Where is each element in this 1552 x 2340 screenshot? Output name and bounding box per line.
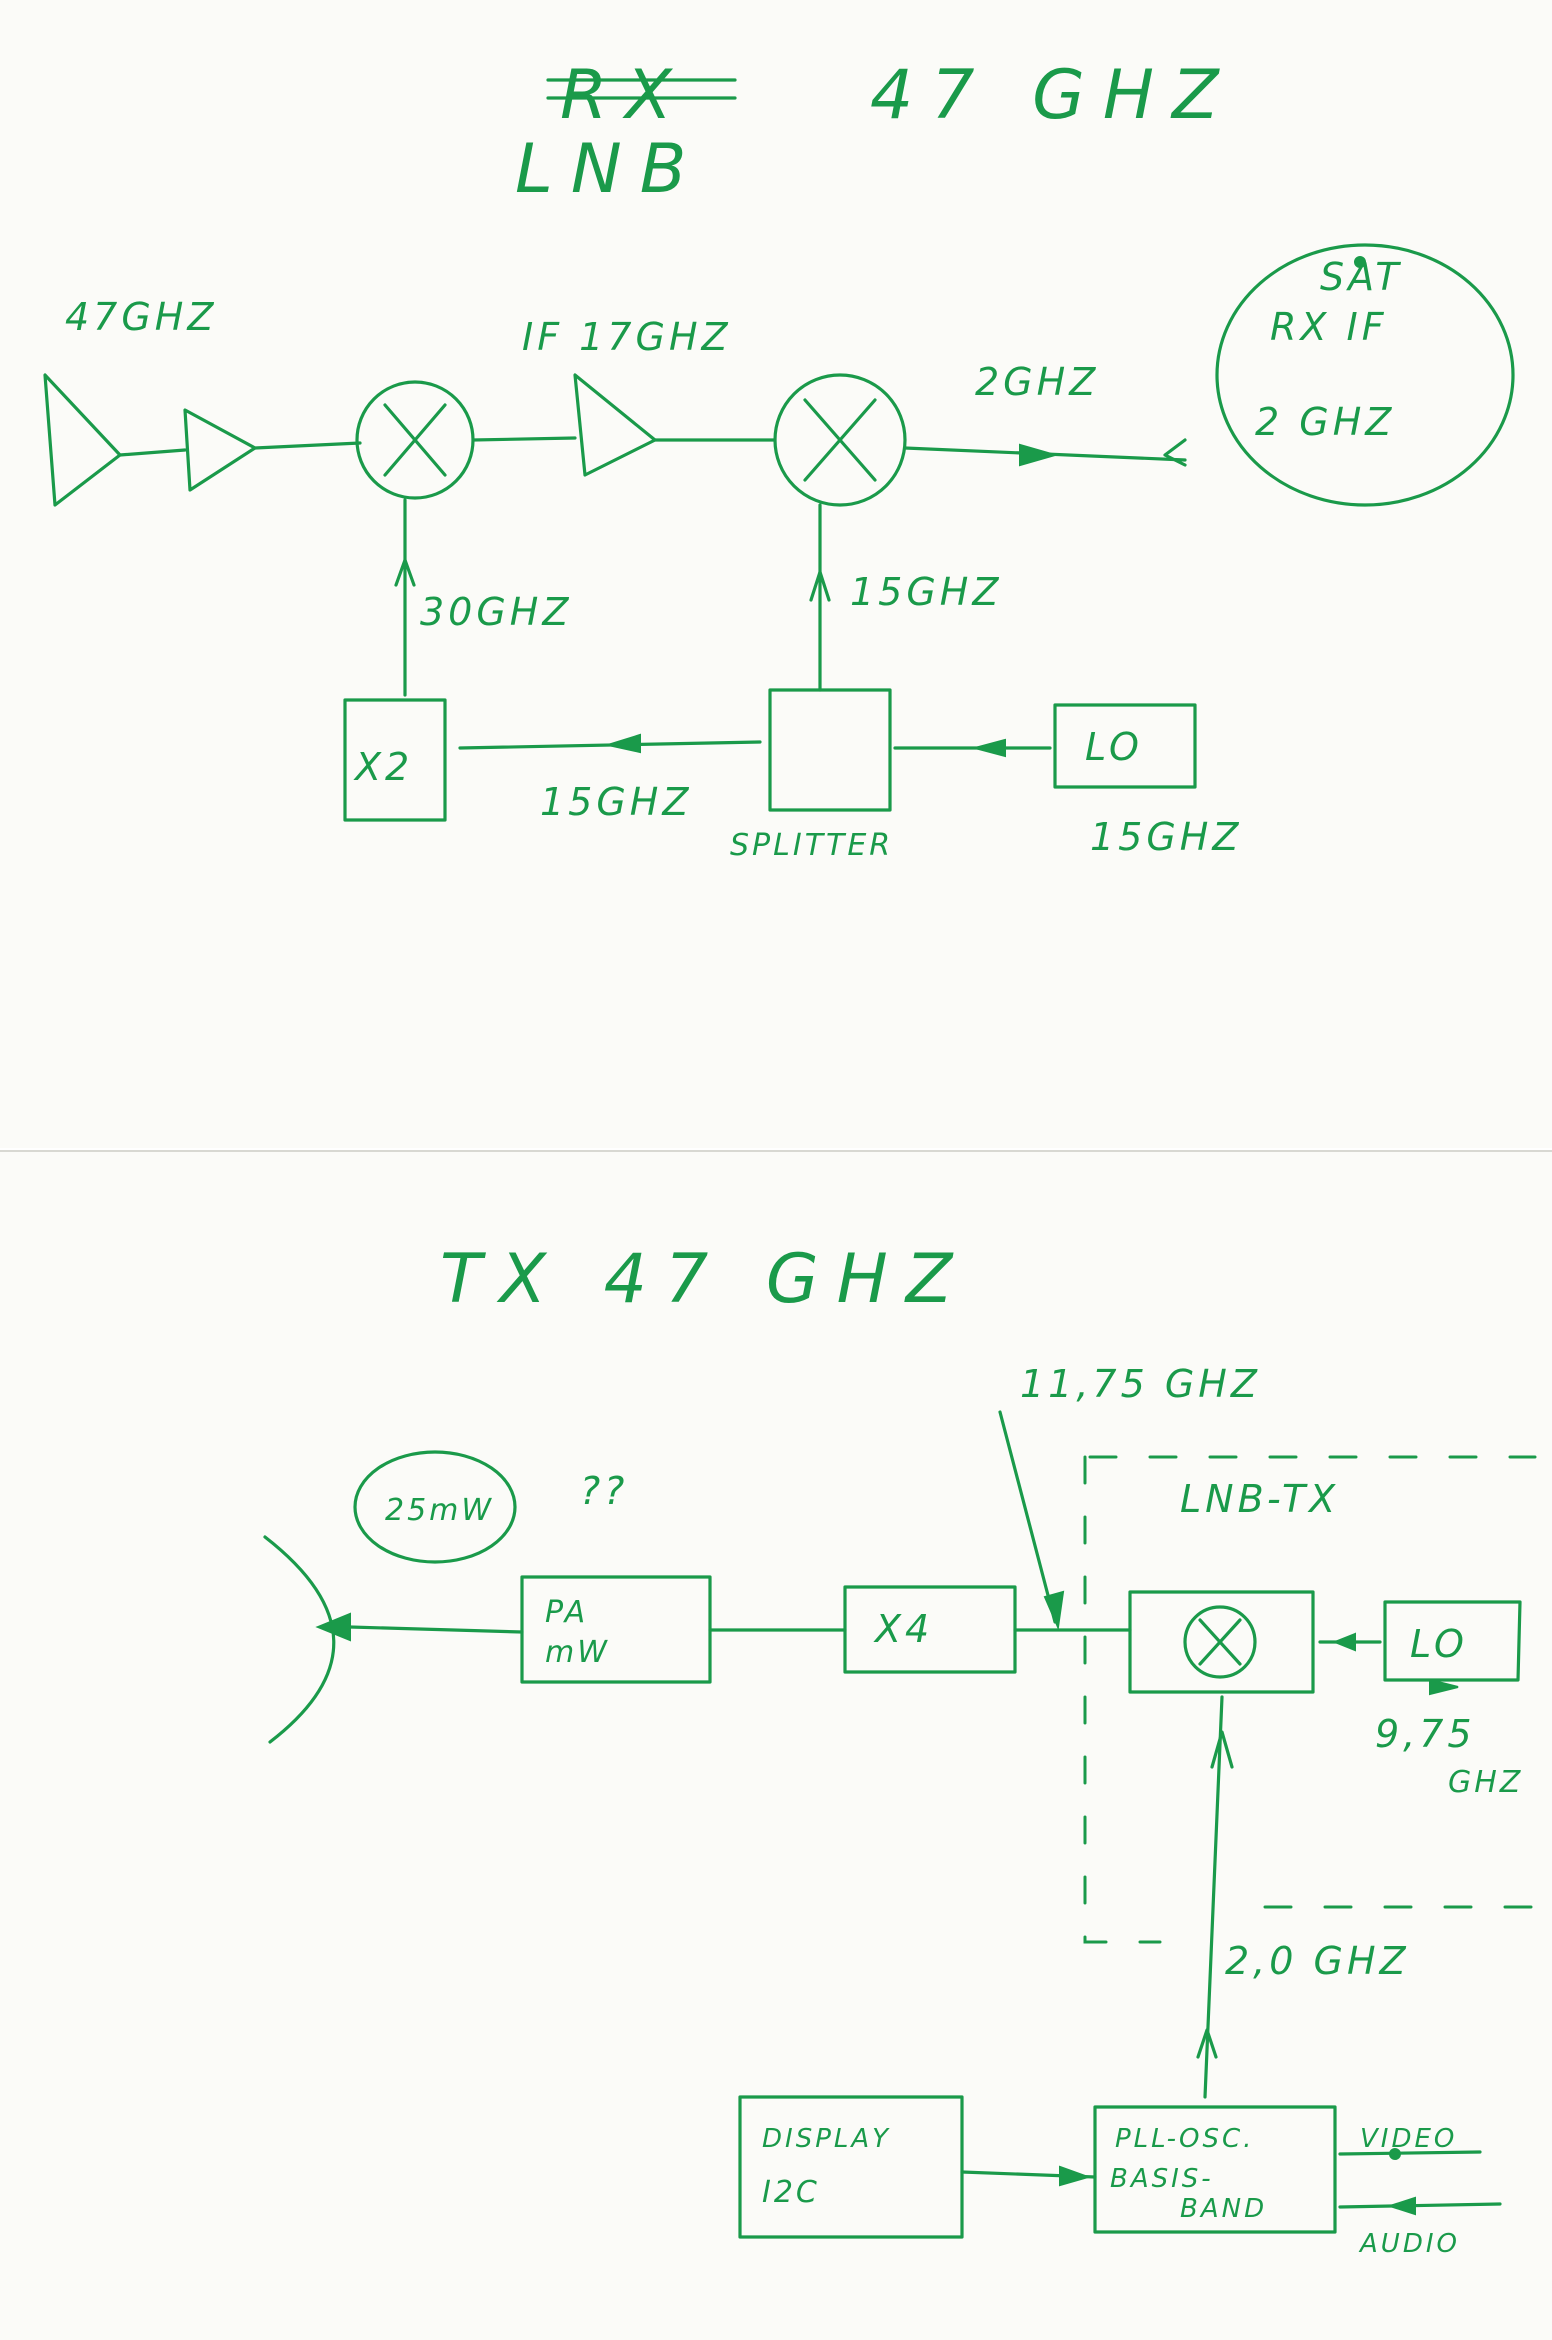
band-label: BAND [1180,2194,1267,2224]
pa-unit-label: mW [545,1635,610,1670]
tx-diagram: TX 47 GHZ 11,75 GHZ LNB-TX 25mW ?? PA mW… [263,1240,1537,2259]
arrow-left-icon [1386,2196,1416,2216]
x2-label: X2 [353,745,413,789]
mixer-cross [383,403,447,477]
basis-label: BASIS- [1110,2164,1214,2194]
arrow-up-icon [809,570,831,602]
lnb-tx-label: LNB-TX [1180,1477,1339,1521]
power-question: ?? [580,1469,628,1513]
display-label: DISPLAY [762,2124,891,2154]
output-freq-label: 2GHZ [975,360,1099,404]
display-box [738,2095,964,2239]
splitter-box [768,688,892,812]
arrow-right-icon [1429,1678,1459,1696]
tx-lo-box [1383,1600,1522,1682]
tx-mixer-icon [1183,1605,1257,1679]
signal-line [348,1625,524,1634]
pll-label: PLL-OSC. [1115,2124,1254,2154]
pa-label: PA [545,1595,588,1630]
tx-antenna-icon [263,1535,336,1744]
signal-line [471,436,577,442]
rx-sheet: RX 47 GHZ LNB 47GHZ IF 17GHZ 2GHZ SAT RX… [0,0,1552,1148]
tx-title: TX 47 GHZ [440,1240,970,1319]
signal-line [253,441,362,450]
x4-label: X4 [873,1607,933,1651]
power-bubble [353,1450,517,1564]
sat-rx-if-label: RX IF [1270,305,1388,349]
arrow-left-icon [1332,1632,1356,1652]
tx-lo-freq: 9,75 [1375,1712,1476,1756]
arrow-right-icon [1019,443,1059,467]
arrow-left-icon [971,738,1006,758]
if-amplifier-icon [573,373,657,477]
sat-rx-circle [1215,243,1515,507]
mixer-cross [1198,1618,1242,1666]
rf-freq-label: 11,75 GHZ [1020,1362,1261,1406]
power-label: 25mW [385,1493,494,1528]
audio-line [1338,2202,1502,2209]
lo-box [1053,703,1197,789]
lna-amplifier-icon [183,408,257,492]
dot [1354,256,1366,268]
lo2-freq-label: 15GHZ [850,570,1002,614]
rx-title-struck: RX [560,56,690,135]
arrow-up-icon [1196,2028,1218,2059]
rx-subtitle: LNB [515,130,704,209]
output-connector [1163,438,1187,467]
i2c-label: I2C [762,2175,820,2210]
x2-freq-label: 15GHZ [540,780,692,824]
arrow-down-icon [1043,1590,1065,1631]
lo-freq-label: 15GHZ [1090,815,1242,859]
lo1-freq-label: 30GHZ [420,590,572,634]
x2-multiplier-box [343,698,447,822]
arrow-left-icon [604,733,641,754]
arrow-up-icon [394,558,416,587]
signal-line [118,448,187,457]
if-freq-label: 2,0 GHZ [1225,1939,1410,1983]
antenna-freq-label: 47GHZ [65,295,217,339]
horn-antenna-icon [43,373,122,507]
video-line [1338,2150,1482,2156]
video-label: VIDEO [1360,2124,1457,2154]
lnb-tx-boundary [1083,1455,1162,1944]
audio-label: AUDIO [1358,2229,1460,2259]
dot [1389,2148,1401,2160]
rx-diagram: RX 47 GHZ LNB 47GHZ IF 17GHZ 2GHZ SAT RX… [43,56,1515,863]
tx-sheet: TX 47 GHZ 11,75 GHZ LNB-TX 25mW ?? PA mW… [0,1150,1552,2340]
tx-lo-freq-unit: GHZ [1448,1765,1523,1800]
splitter-label: SPLITTER [730,828,893,863]
lo-label: LO [1085,725,1143,769]
arrow-right-icon [1059,2165,1092,2187]
mixer-2-icon [773,373,907,507]
pll-osc-box [1093,2105,1337,2234]
sat-freq-label: 2 GHZ [1255,400,1395,444]
if-freq-label: IF 17GHZ [522,315,732,359]
rx-title-freq: 47 GHZ [870,56,1237,135]
mixer-cross [803,398,877,482]
arrow-up-icon [1210,1730,1234,1769]
pointer-line [998,1410,1057,1624]
tx-mixer-box [1128,1590,1315,1694]
tx-lo-label: LO [1410,1622,1468,1666]
sat-label: SAT [1320,255,1403,299]
